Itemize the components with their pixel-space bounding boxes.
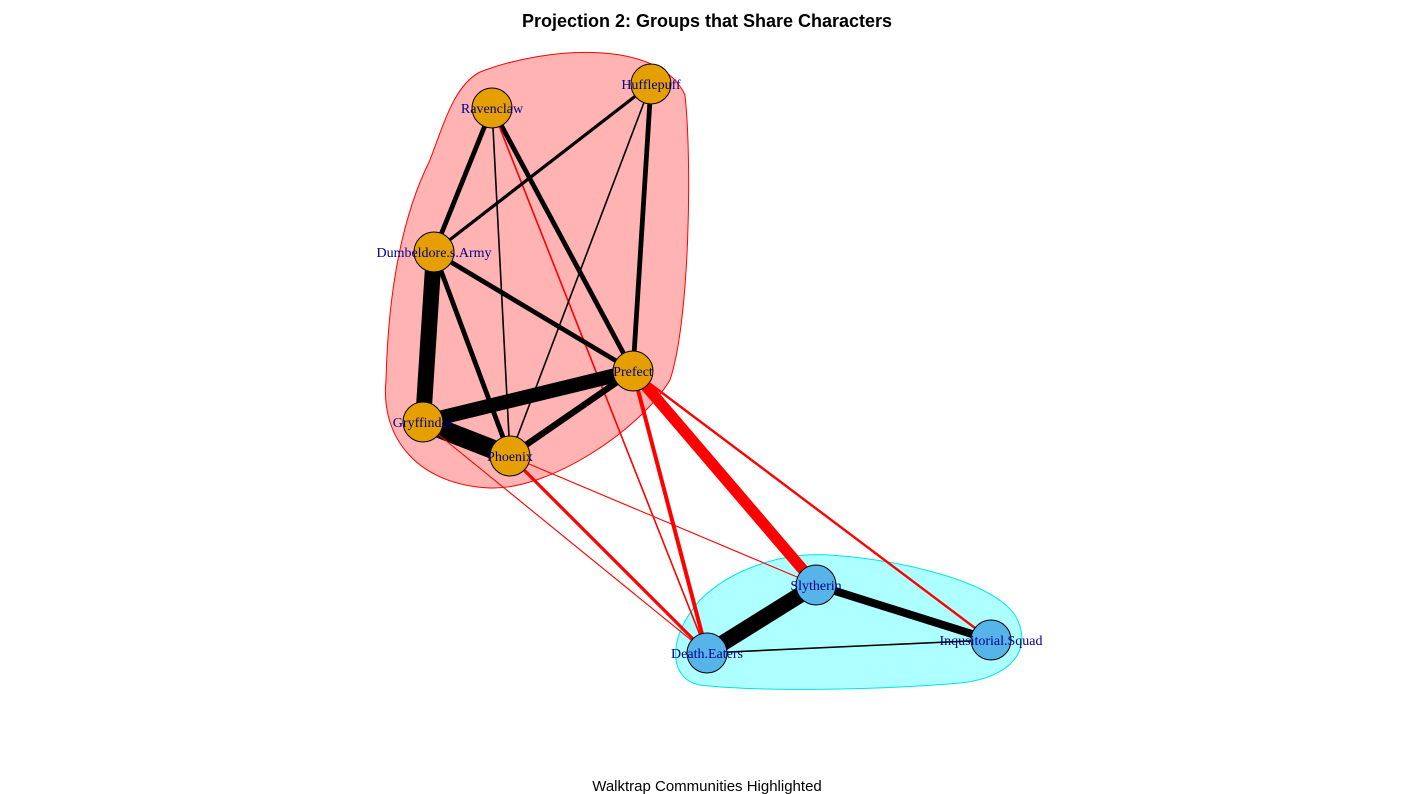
graph-subtitle: Walktrap Communities Highlighted [592,778,822,794]
edge-ravenclaw-da [431,107,495,253]
node-label-inq: Inqusitorial.Squad [939,634,1042,649]
node-inq[interactable] [970,619,1012,661]
edge-prefect-deatheaters [631,370,709,654]
node-label-da: Dumbeldore.s.Army [376,246,491,261]
edge-phoenix-slytherin [509,455,817,586]
edge-ravenclaw-prefect [489,106,636,373]
node-label-ravenclaw: Ravenclaw [461,102,524,117]
edge-phoenix-deatheaters [508,454,709,655]
label-layer: HufflepuffRavenclawDumbeldore.s.ArmyPref… [376,78,1042,662]
edge-slytherin-deatheaters [702,578,821,660]
node-ravenclaw[interactable] [471,87,513,129]
node-slytherin[interactable] [795,564,837,606]
edge-gryffindor-deatheaters [422,421,708,654]
node-label-hufflepuff: Hufflepuff [621,78,681,93]
edge-deatheaters-inq [706,639,992,654]
edge-prefect-slytherin [628,367,821,589]
edge-hufflepuff-prefect [630,83,654,372]
node-label-phoenix: Phoenix [487,450,533,465]
edge-da-prefect [432,249,635,374]
graph-title: Projection 2: Groups that Share Characte… [522,11,892,31]
edge-phoenix-prefect [508,368,635,459]
community-hull-2 [675,554,1023,690]
node-deatheaters[interactable] [686,632,728,674]
edge-hufflepuff-da [433,82,652,254]
edge-da-phoenix [431,251,513,457]
node-label-slytherin: Slytherin [790,579,841,594]
node-phoenix[interactable] [489,435,531,477]
edge-prefect-inq [632,370,992,641]
node-prefect[interactable] [612,350,654,392]
node-label-deatheaters: Death.Eaters [671,647,743,662]
node-hufflepuff[interactable] [630,63,672,105]
node-da[interactable] [413,231,455,273]
edge-slytherin-inq [814,581,993,644]
node-label-gryffindor: Gryffindor [393,416,454,431]
edge-gryffindor-prefect [421,364,635,429]
edge-da-gryffindor [415,251,442,423]
node-layer [402,63,1012,674]
node-label-prefect: Prefect [613,365,653,380]
node-gryffindor[interactable] [402,401,444,443]
